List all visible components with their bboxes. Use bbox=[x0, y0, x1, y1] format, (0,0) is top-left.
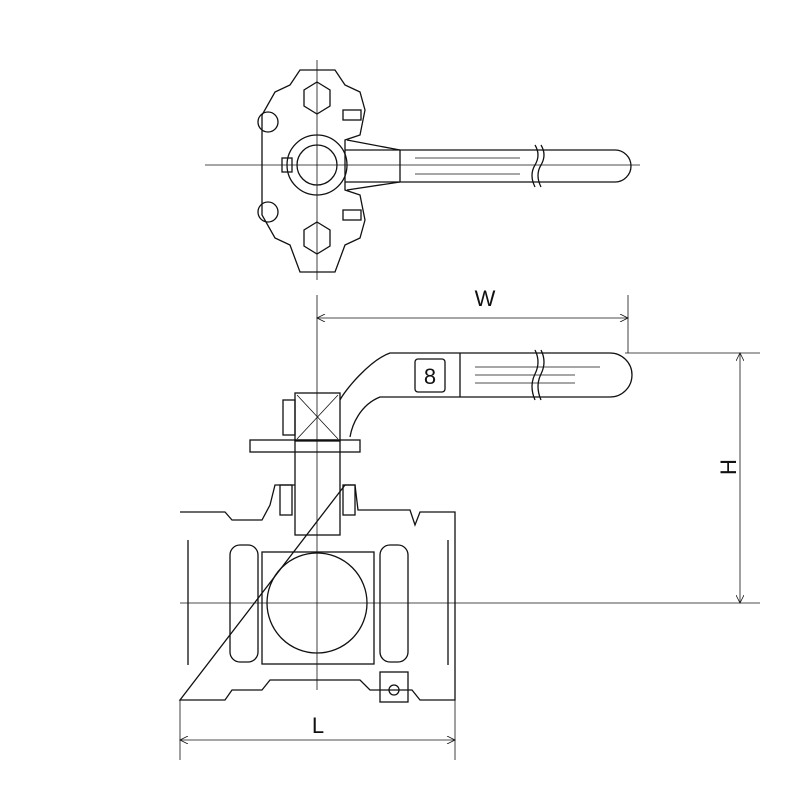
lock-hole-bottom bbox=[257, 201, 279, 223]
w-label: W bbox=[475, 286, 496, 311]
handle-hub bbox=[282, 399, 296, 436]
drain-hole bbox=[388, 684, 400, 696]
h-label: H bbox=[716, 459, 741, 475]
side-handle bbox=[339, 352, 633, 438]
packing-left bbox=[279, 484, 293, 516]
l-label: L bbox=[312, 713, 324, 738]
valve-body bbox=[178, 484, 456, 701]
packing-right bbox=[342, 484, 356, 516]
stop-top bbox=[342, 109, 362, 121]
ball-housing bbox=[261, 551, 375, 665]
indicator bbox=[281, 157, 293, 173]
seat-left bbox=[229, 544, 259, 663]
top-view bbox=[205, 60, 640, 280]
bolt-top bbox=[303, 81, 331, 115]
logo-box bbox=[414, 358, 446, 393]
bolt-bottom bbox=[303, 221, 331, 255]
drain-plug bbox=[379, 671, 409, 703]
top-handle-edge bbox=[346, 139, 401, 151]
gland-nut bbox=[249, 439, 361, 453]
dimensions: W H L bbox=[180, 286, 760, 760]
side-view: 8 bbox=[178, 295, 633, 703]
stem-ring-outer bbox=[286, 134, 348, 196]
stem-ring-inner bbox=[296, 144, 338, 186]
stop-bottom bbox=[342, 209, 362, 221]
logo-gourd-icon: 8 bbox=[424, 364, 436, 389]
top-handle bbox=[345, 149, 632, 183]
nut-cross bbox=[296, 394, 339, 440]
break-mark bbox=[531, 349, 545, 401]
ball bbox=[266, 552, 368, 654]
lock-hole-top bbox=[257, 111, 279, 133]
seat-right bbox=[379, 544, 409, 663]
top-handle-edge2 bbox=[346, 181, 401, 191]
break-mark bbox=[531, 144, 545, 188]
flange-outline bbox=[261, 69, 366, 273]
